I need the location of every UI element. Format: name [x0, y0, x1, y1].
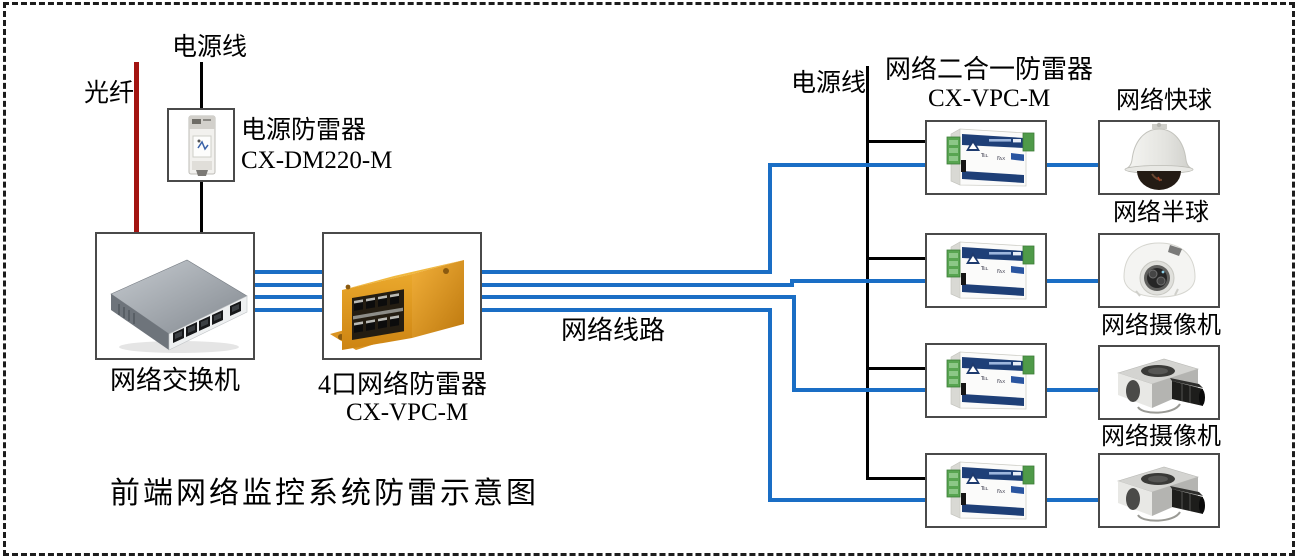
power-surge-protector-box: [167, 108, 235, 182]
network-cable-segment: [1046, 279, 1100, 283]
power-line-label-left: 电源线: [172, 34, 248, 61]
din-surge-protector-icon: [169, 110, 233, 180]
network-cable-segment: [768, 163, 772, 274]
network-cable-segment: [1046, 388, 1100, 392]
speed-dome-camera-icon: [1100, 122, 1218, 193]
combo-protector-name: 网络二合一防雷器: [885, 55, 1094, 84]
four-port-surge-protector-box: [322, 232, 482, 360]
four-port-protector-name: 4口网络防雷器: [318, 370, 488, 399]
network-cable-segment: [480, 283, 794, 287]
power-line-branch: [866, 257, 927, 260]
network-cable-segment: [768, 498, 927, 502]
power-line-branch: [866, 477, 927, 480]
network-line-label: 网络线路: [561, 316, 666, 345]
power-line-segment: [200, 182, 203, 234]
box-camera-icon: [1100, 347, 1218, 418]
switch-label: 网络交换机: [110, 366, 241, 395]
camera-label-3: 网络摄像机: [1101, 313, 1221, 339]
combo-surge-protector-box-3: [925, 343, 1047, 418]
network-cable-segment: [480, 308, 772, 312]
fiber-label: 光纤: [84, 80, 135, 107]
power-protector-model: CX-DM220-M: [241, 147, 393, 174]
network-cable-segment: [790, 279, 927, 283]
combo-surge-protector-icon: [927, 122, 1045, 193]
box-camera-icon: [1100, 455, 1218, 526]
combo-surge-protector-icon: [927, 455, 1045, 526]
power-line-branch: [866, 367, 927, 370]
fiber-line: [134, 62, 139, 234]
camera-label-4: 网络摄像机: [1101, 424, 1221, 450]
network-cable-segment: [768, 308, 772, 502]
network-cable-segment: [1046, 163, 1100, 167]
power-line-trunk: [866, 66, 869, 480]
combo-surge-protector-box-1: [925, 120, 1047, 195]
network-cable-segment: [1046, 498, 1100, 502]
four-port-surge-protector-icon: [324, 234, 480, 358]
network-cable-segment: [255, 295, 324, 299]
power-protector-name: 电源防雷器: [241, 117, 367, 144]
network-cable-segment: [480, 295, 796, 299]
combo-surge-protector-box-2: [925, 233, 1047, 308]
network-cable-segment: [480, 270, 772, 274]
camera-box-1: [1098, 120, 1220, 195]
network-switch-icon: [97, 234, 253, 358]
power-line-branch: [866, 140, 927, 143]
combo-surge-protector-icon: [927, 235, 1045, 306]
network-cable-segment: [255, 308, 324, 312]
combo-surge-protector-icon: [927, 345, 1045, 416]
combo-surge-protector-box-4: [925, 453, 1047, 528]
camera-box-3: [1098, 345, 1220, 420]
network-switch-box: [95, 232, 255, 360]
network-cable-segment: [792, 295, 796, 392]
camera-box-4: [1098, 453, 1220, 528]
camera-label-1: 网络快球: [1116, 88, 1212, 114]
camera-label-2: 网络半球: [1113, 200, 1209, 226]
power-line-segment: [200, 62, 203, 110]
network-cable-segment: [790, 279, 794, 287]
camera-box-2: [1098, 233, 1220, 308]
combo-protector-model: CX-VPC-M: [928, 85, 1051, 112]
power-line-label-right: 电源线: [791, 70, 867, 97]
diagram-title: 前端网络监控系统防雷示意图: [110, 477, 539, 510]
network-cable-segment: [255, 270, 324, 274]
network-cable-segment: [768, 163, 927, 167]
four-port-protector-model: CX-VPC-M: [346, 399, 469, 426]
dome-camera-icon: [1100, 235, 1218, 306]
network-cable-segment: [792, 388, 927, 392]
network-cable-segment: [255, 283, 324, 287]
